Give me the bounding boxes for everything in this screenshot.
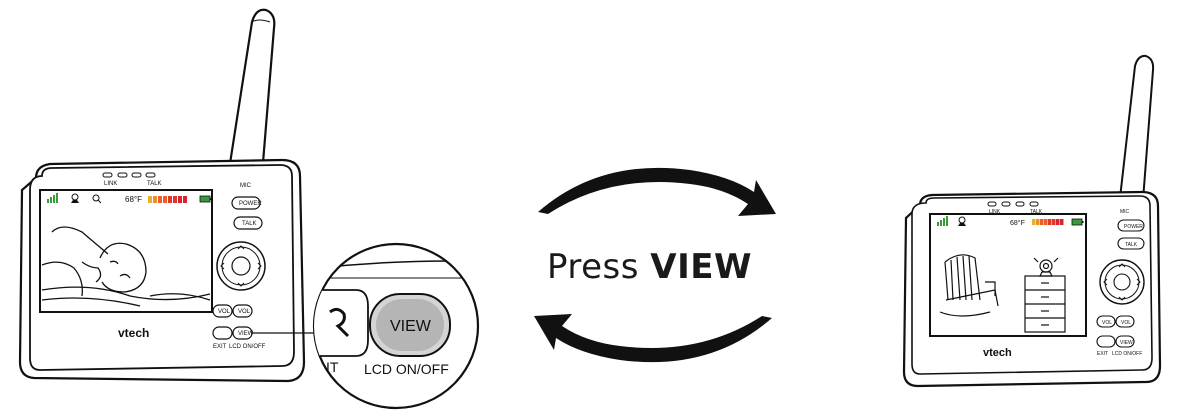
sound-level-meter — [148, 196, 187, 203]
arrow-bottom-left — [534, 314, 772, 363]
right-vol-minus-button[interactable] — [1096, 315, 1116, 328]
left-monitor: LINK TALK MIC 68°F — [18, 8, 335, 383]
right-view-button[interactable] — [1115, 335, 1135, 348]
zoom-view-label: VIEW — [390, 318, 432, 335]
left-vol-minus-label: VOL — [218, 309, 231, 315]
right-vol-plus-button[interactable] — [1115, 315, 1135, 328]
battery-icon — [199, 195, 212, 203]
camera-icon — [958, 216, 966, 226]
right-talk-button[interactable] — [1117, 237, 1145, 250]
nursery-illustration — [939, 254, 1066, 333]
left-view-label: VIEW — [238, 331, 254, 337]
right-screen-statusbar: 68°F — [937, 216, 1084, 227]
left-vol-minus-button[interactable] — [212, 304, 233, 318]
left-screen — [39, 189, 213, 313]
left-vol-plus-button[interactable] — [232, 304, 253, 318]
right-zoom-button[interactable] — [1096, 335, 1116, 348]
zoom-partial-icon — [329, 307, 350, 338]
left-mic-label: MIC — [240, 183, 252, 189]
arrow-top-right — [538, 167, 776, 216]
left-dpad[interactable] — [216, 241, 266, 291]
right-view-label: VIEW — [1120, 340, 1133, 346]
camera-icon — [71, 193, 79, 203]
left-power-button[interactable] — [231, 196, 261, 210]
left-led-label-link: LINK — [104, 181, 117, 187]
right-vol-minus-label: VOL — [1102, 320, 1112, 326]
left-zoom-button[interactable] — [212, 326, 233, 340]
signal-icon — [937, 216, 948, 226]
left-talk-button[interactable] — [233, 216, 263, 230]
right-status-leds: LINK TALK — [987, 201, 1043, 215]
left-status-leds: LINK TALK — [102, 172, 162, 187]
left-antenna — [227, 8, 276, 177]
instruction-key: VIEW — [650, 247, 752, 287]
zoom-callout: VIEW IT LCD ON/OFF — [312, 242, 480, 410]
right-brand-logo: vtech — [983, 347, 1012, 359]
left-talk-label: TALK — [242, 221, 257, 227]
right-mic-label: MIC — [1120, 209, 1130, 215]
right-talk-label: TALK — [1125, 242, 1138, 248]
left-led-label-talk: TALK — [147, 181, 162, 187]
right-power-label: POWER — [1124, 224, 1143, 230]
zoom-icon — [92, 194, 102, 204]
right-led-label-talk: TALK — [1030, 209, 1043, 215]
right-temperature: 68°F — [1010, 219, 1025, 227]
battery-icon — [1071, 218, 1084, 226]
cycle-arrows — [534, 167, 776, 363]
left-temperature: 68°F — [125, 195, 142, 204]
left-exit-label: EXIT — [213, 344, 227, 350]
zoom-lcd-label: LCD ON/OFF — [364, 361, 449, 377]
left-lcd-label: LCD ON/OFF — [229, 344, 266, 350]
left-vol-plus-label: VOL — [238, 309, 251, 315]
left-power-label: POWER — [239, 201, 262, 207]
left-brand-logo: vtech — [118, 326, 149, 340]
left-screen-statusbar: 68°F — [47, 193, 212, 204]
instruction-prefix: Press — [547, 247, 639, 287]
right-led-label-link: LINK — [989, 209, 1001, 215]
zoom-partial-label: IT — [326, 359, 339, 375]
right-dpad[interactable] — [1099, 259, 1145, 305]
right-power-button[interactable] — [1117, 219, 1145, 232]
instruction-text: Press VIEW — [547, 247, 752, 287]
right-antenna — [1118, 54, 1155, 202]
right-vol-plus-label: VOL — [1121, 320, 1131, 326]
signal-icon — [47, 193, 58, 203]
right-lcd-label: LCD ON/OFF — [1112, 351, 1142, 357]
sound-level-meter — [1032, 219, 1064, 225]
right-exit-label: EXIT — [1097, 351, 1108, 357]
sleeping-baby-illustration — [41, 226, 211, 307]
right-monitor: LINK TALK MIC 68°F — [902, 54, 1162, 388]
